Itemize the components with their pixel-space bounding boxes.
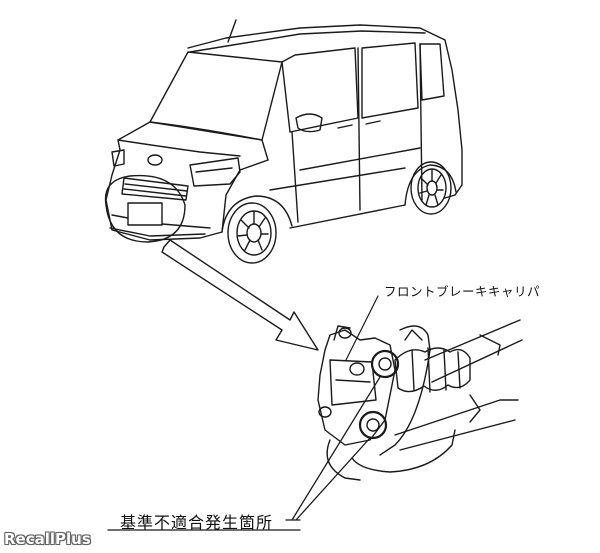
brake-assembly-illustration — [317, 319, 523, 481]
caliper-leader — [345, 295, 379, 361]
watermark-logo: RecallPlus — [4, 530, 91, 548]
defect-leaders — [107, 376, 381, 531]
van-illustration — [105, 19, 463, 264]
zoom-arrow — [161, 239, 319, 351]
defect-location-label: 基準不適合発生箇所 — [120, 513, 274, 532]
caliper-label: フロントブレーキキャリパ — [384, 284, 541, 299]
zoom-circle — [104, 174, 186, 243]
